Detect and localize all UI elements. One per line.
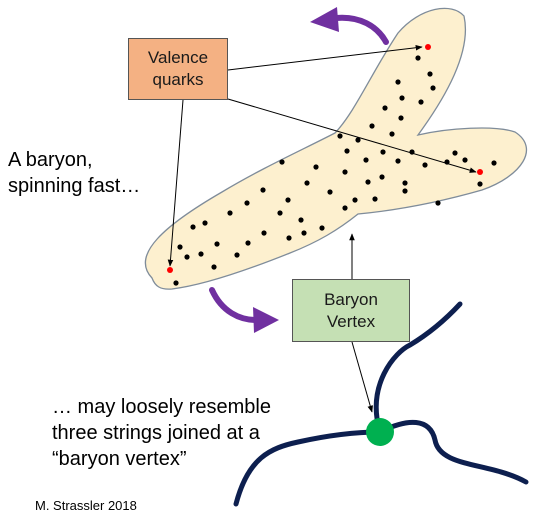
quark-dot — [355, 137, 361, 143]
string-right — [377, 419, 529, 485]
quark-dot — [402, 188, 408, 194]
quark-dot — [260, 187, 266, 193]
baryon-shape — [144, 7, 527, 290]
baryon-vertex-node — [366, 418, 394, 446]
baryon-spinning-label: A baryon, spinning fast… — [8, 147, 140, 199]
quark-dot — [313, 164, 319, 170]
quark-dot — [173, 280, 179, 286]
quark-dot — [382, 105, 388, 111]
valence-quark-dot — [425, 44, 431, 50]
vertex-line-2: Vertex — [326, 311, 376, 331]
quark-dot — [285, 197, 291, 203]
quark-dot — [190, 224, 196, 230]
quark-dot — [462, 157, 468, 163]
quark-dot — [395, 79, 401, 85]
quark-dot — [227, 210, 233, 216]
quark-dot — [477, 181, 483, 187]
quark-dot — [304, 180, 310, 186]
quark-dot — [422, 162, 428, 168]
quark-dot — [365, 179, 371, 185]
baryon-label-line-2: spinning fast… — [8, 175, 141, 197]
quark-dot — [399, 95, 405, 101]
quark-dot — [379, 174, 385, 180]
quark-dot — [380, 149, 386, 155]
quark-dot — [198, 251, 204, 257]
vertex-line-1: Baryon — [324, 289, 378, 309]
valence-pointer-arrow — [227, 98, 477, 173]
rotation-arrow-bottom — [209, 287, 279, 333]
valence-line-1: Valence — [147, 48, 209, 67]
vertex-to-junction-arrow — [351, 341, 373, 413]
valence-pointer-arrow — [167, 99, 184, 267]
quark-dot — [245, 240, 251, 246]
baryon-vertex-box: Baryon Vertex — [292, 279, 410, 342]
valence-line-2: quarks — [152, 70, 204, 89]
string-left — [233, 429, 383, 507]
quark-dot — [337, 133, 343, 139]
quark-dot — [211, 264, 217, 270]
valence-quark-dot — [167, 267, 173, 273]
quark-dot — [352, 197, 358, 203]
quark-dot — [298, 217, 304, 223]
quark-dot — [402, 180, 408, 186]
quark-dot — [418, 99, 424, 105]
quark-dot — [395, 158, 401, 164]
quark-dot — [372, 196, 378, 202]
string-upper — [373, 301, 463, 435]
quark-dot — [214, 241, 220, 247]
credit-label: M. Strassler 2018 — [35, 498, 137, 513]
resemble-line-2: three strings joined at a — [52, 422, 260, 444]
rotation-arrow-top — [310, 7, 389, 45]
quark-dot — [177, 244, 183, 250]
quark-dot — [244, 200, 250, 206]
quark-dot — [389, 131, 395, 137]
quark-dot — [452, 150, 458, 156]
quark-dot — [427, 71, 433, 77]
quark-dot — [344, 148, 350, 154]
valence-quarks-box: Valence quarks — [128, 38, 228, 100]
quark-dot — [319, 225, 325, 231]
quark-dot — [184, 254, 190, 260]
baryon-label-line-1: A baryon, — [8, 149, 93, 171]
quark-dot — [234, 252, 240, 258]
quark-dot — [202, 220, 208, 226]
resemble-line-3: “baryon vertex” — [52, 448, 187, 470]
quark-dot — [342, 205, 348, 211]
quark-dot — [279, 159, 285, 165]
quark-dot — [363, 157, 369, 163]
quark-dot — [415, 55, 421, 61]
quark-dot — [491, 160, 497, 166]
quark-dot — [301, 230, 307, 236]
quark-dot — [430, 85, 436, 91]
quark-dot — [277, 210, 283, 216]
quark-dot — [435, 200, 441, 206]
resemble-line-1: … may loosely resemble — [52, 396, 271, 418]
quark-dots — [167, 44, 497, 286]
resemble-strings-label: … may loosely resemble three strings joi… — [52, 394, 271, 472]
valence-quark-dot — [477, 169, 483, 175]
quark-dot — [342, 169, 348, 175]
valence-pointer-arrow — [227, 44, 423, 71]
quark-dot — [261, 230, 267, 236]
quark-dot — [369, 123, 375, 129]
quark-dot — [286, 235, 292, 241]
quark-dot — [327, 189, 333, 195]
quark-dot — [398, 115, 404, 121]
